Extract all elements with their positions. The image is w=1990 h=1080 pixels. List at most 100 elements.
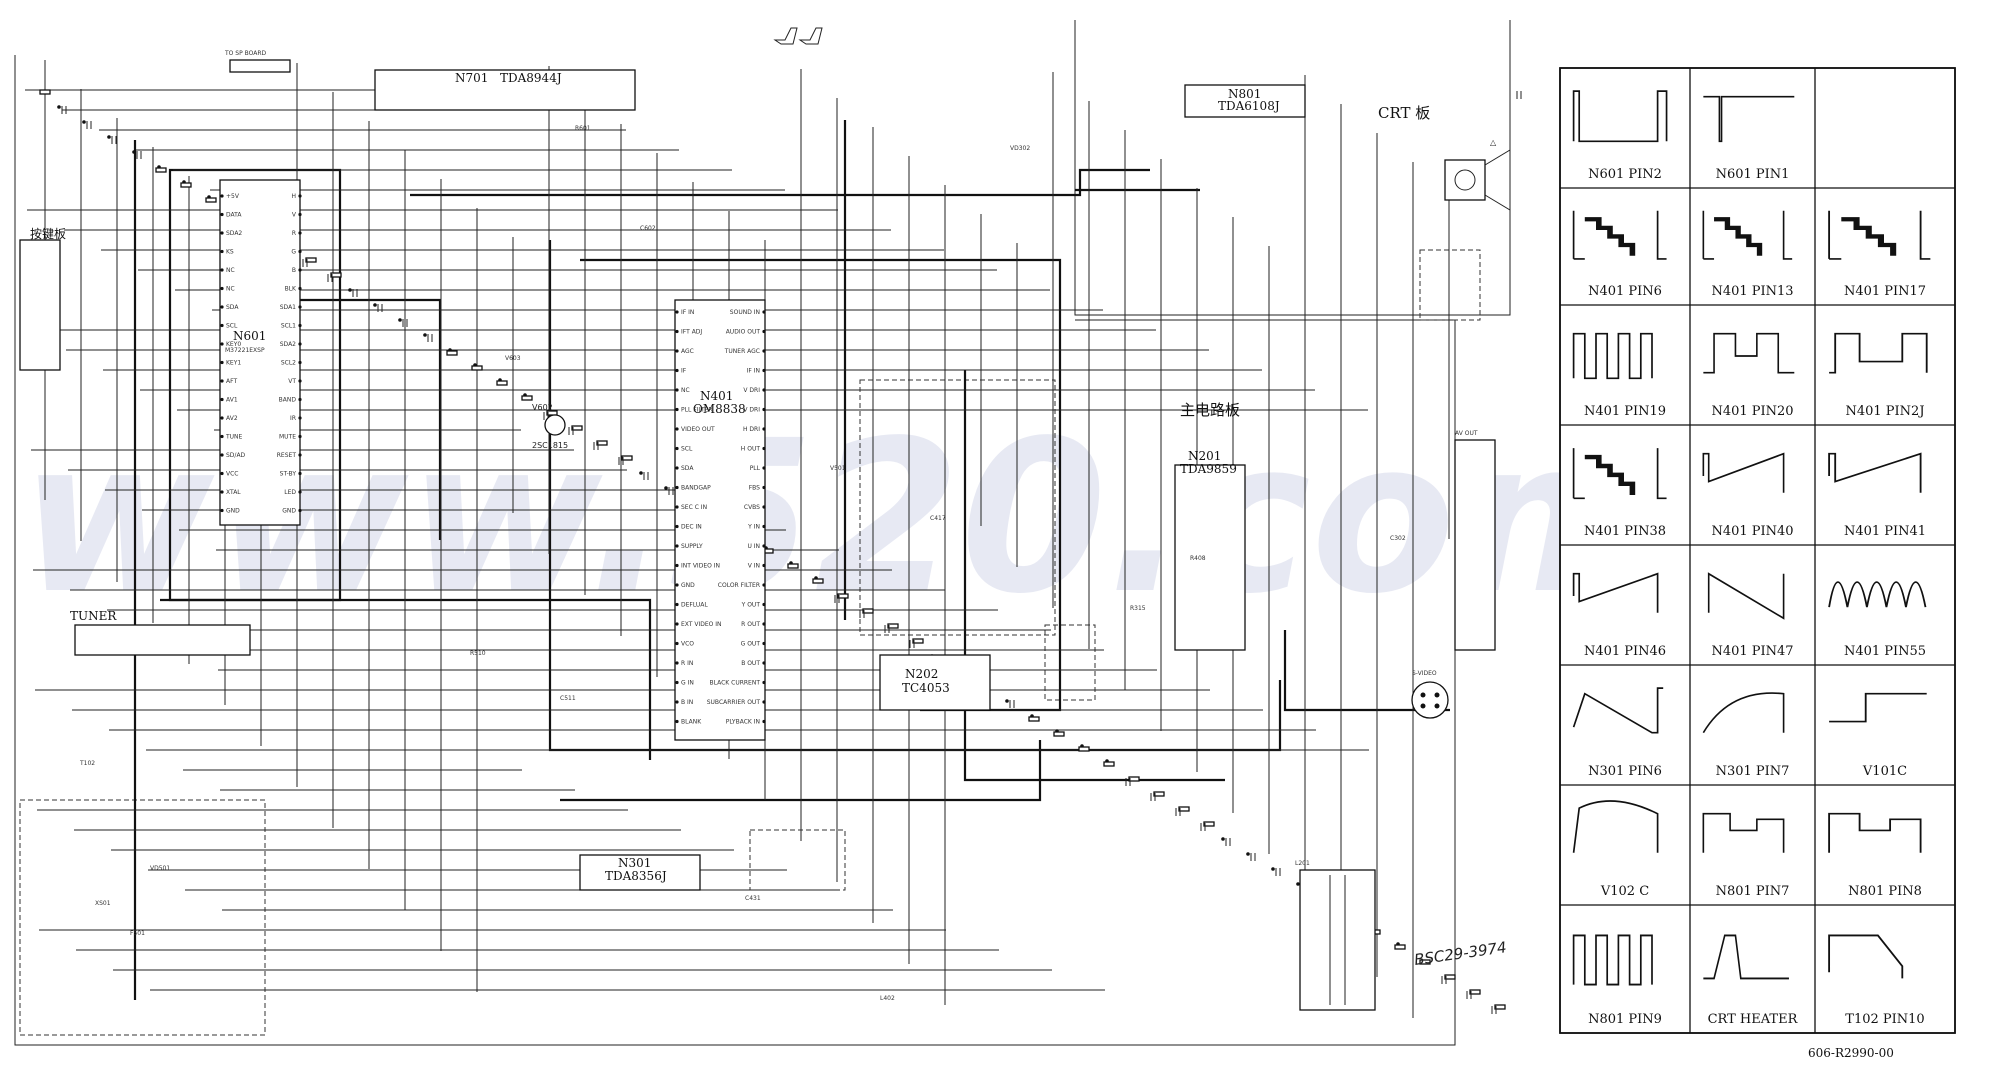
waveform-caption: N601 PIN2 [1588,167,1662,182]
connector-tuner: TUNER [70,609,251,656]
n401-right-pin-label: V IN [748,563,760,570]
n401-left-pin-label: NC [681,387,690,394]
component-ref: V603 [505,355,521,362]
n401-left-pin-dot [675,719,679,724]
waveform-trace [1828,934,1904,979]
n401-right-pin-dot [762,466,766,470]
n601-left-pin-label: GND [226,508,240,515]
n401-right-pin-label: H OUT [741,446,761,453]
ic-n202-part: TC4053 [902,681,950,695]
n401-left-pin-label: SEC C IN [681,504,707,511]
component-ref: C602 [640,225,656,232]
n401-right-pin-dot [762,485,766,490]
speaker-left-icon [773,27,798,45]
component-ref: F501 [130,930,145,937]
n401-right-pin-dot [762,680,766,685]
n601-left-pin-dot [220,360,224,365]
n601-left-pin-label: AFT [226,378,237,385]
waveform-caption: N401 PIN55 [1844,644,1926,659]
n601-right-pin-label: BAND [279,397,297,404]
waveform-trace [1572,934,1653,986]
n401-right-pin-dot [762,407,766,412]
n401-right-pin-label: PLYBACK IN [726,719,760,726]
n601-left-pin-label: SDA [226,304,239,311]
n601-left-pin-dot [220,379,224,383]
waveform-caption: N401 PIN19 [1584,404,1666,419]
ic-n601-pins-right: HVRGBBLKSDA1SCL1SDA2SCL2VTBANDIRMUTERESE… [277,193,302,515]
ic-n202-ref: N202 [905,667,938,681]
n401-right-pin-label: TUNER AGC [724,348,760,355]
ic-n301-body [579,854,701,891]
ic-n801-ref: N801 [1228,87,1261,101]
n601-right-pin-dot [298,397,302,402]
waveform-caption: CRT HEATER [1708,1012,1799,1027]
waveform-caption: V102 C [1600,884,1649,899]
waveform-trace [1572,90,1668,143]
n401-left-pin-label: DEC IN [681,524,702,531]
v602-part: 2SC1815 [532,441,568,450]
waveform-trace [1829,692,1927,723]
component-labels: R601C602V603R408C417L201T102XS01F501VD50… [79,125,1406,1002]
n601-right-pin-dot [298,212,302,217]
n401-right-pin-label: AUDIO OUT [726,329,761,336]
component-ref: C417 [930,515,946,522]
waveform-trace [1829,332,1928,374]
component-ref: XS01 [95,900,111,907]
n401-right-pin-dot [762,700,766,704]
n401-right-pin-dot [762,388,766,392]
n601-right-pin-label: SDA2 [280,341,296,348]
ic-n202-body [879,654,991,711]
n401-left-pin-dot [675,680,679,685]
n401-left-pin-label: IF [681,368,687,375]
component-ref: R601 [575,125,591,132]
n401-right-pin-dot [762,602,766,607]
n601-left-pin-dot [220,286,224,291]
connector-speaker: TO SP BOARD [224,50,291,73]
waveform-caption: N401 PIN13 [1711,284,1793,299]
n401-left-pin-dot [675,368,679,373]
n601-left-pin-dot [220,305,224,309]
component-ref: R315 [1130,605,1146,612]
waveform-caption: N301 PIN6 [1588,764,1662,779]
n401-right-pin-dot [762,310,766,314]
ic-n301-ref: N301 [618,856,651,870]
n401-left-pin-label: GND [681,582,695,589]
n601-right-pin-dot [298,490,302,494]
waveform-caption: N801 PIN7 [1716,884,1790,899]
waveform-caption: N401 PIN47 [1711,644,1793,659]
ic-n601: N601 M37221EXSP +5VDATASDA2KSNCNCSDASCLK… [219,179,302,526]
n401-left-pin-label: IFT ADJ [681,329,702,336]
n401-left-pin-label: EXT VIDEO IN [681,621,722,628]
n601-right-pin-dot [298,286,302,291]
n601-right-pin-label: V [292,212,297,219]
n401-right-pin-label: COLOR FILTER [718,582,760,589]
n601-left-pin-dot [220,490,224,494]
ic-n401-ref: N401 [700,389,733,403]
waveform-trace [1828,581,1927,608]
n401-right-pin-label: H DRI [743,426,760,433]
n601-right-pin-dot [298,194,302,198]
component-ref: VD302 [1010,145,1030,152]
n601-left-pin-label: KS [226,249,234,256]
n401-right-pin-dot [762,563,766,568]
n601-right-pin-label: IR [290,415,296,422]
waveform-grid [1559,67,1956,1034]
crt-socket: △ [1444,138,1511,211]
n601-left-pin-dot [220,342,224,346]
handwritten-note: BSC29-3974 [1413,938,1508,969]
waveform-caption: N401 PIN17 [1844,284,1926,299]
n401-right-pin-dot [762,719,766,724]
n601-right-pin-dot [298,231,302,235]
v602-ref: V602 [532,403,553,412]
component-ref: C302 [1390,535,1406,542]
n401-left-pin-dot [675,563,679,568]
n601-left-pin-dot [220,471,224,476]
waveform-caption: N301 PIN7 [1716,764,1790,779]
n601-left-pin-label: KEY0 [226,341,241,348]
waveform-caption: V101C [1862,764,1907,779]
n401-left-pin-dot [675,661,679,665]
waveform-trace [1702,452,1785,493]
waveform-trace [1572,332,1653,380]
speaker-conn-label: TO SP BOARD [224,50,267,57]
